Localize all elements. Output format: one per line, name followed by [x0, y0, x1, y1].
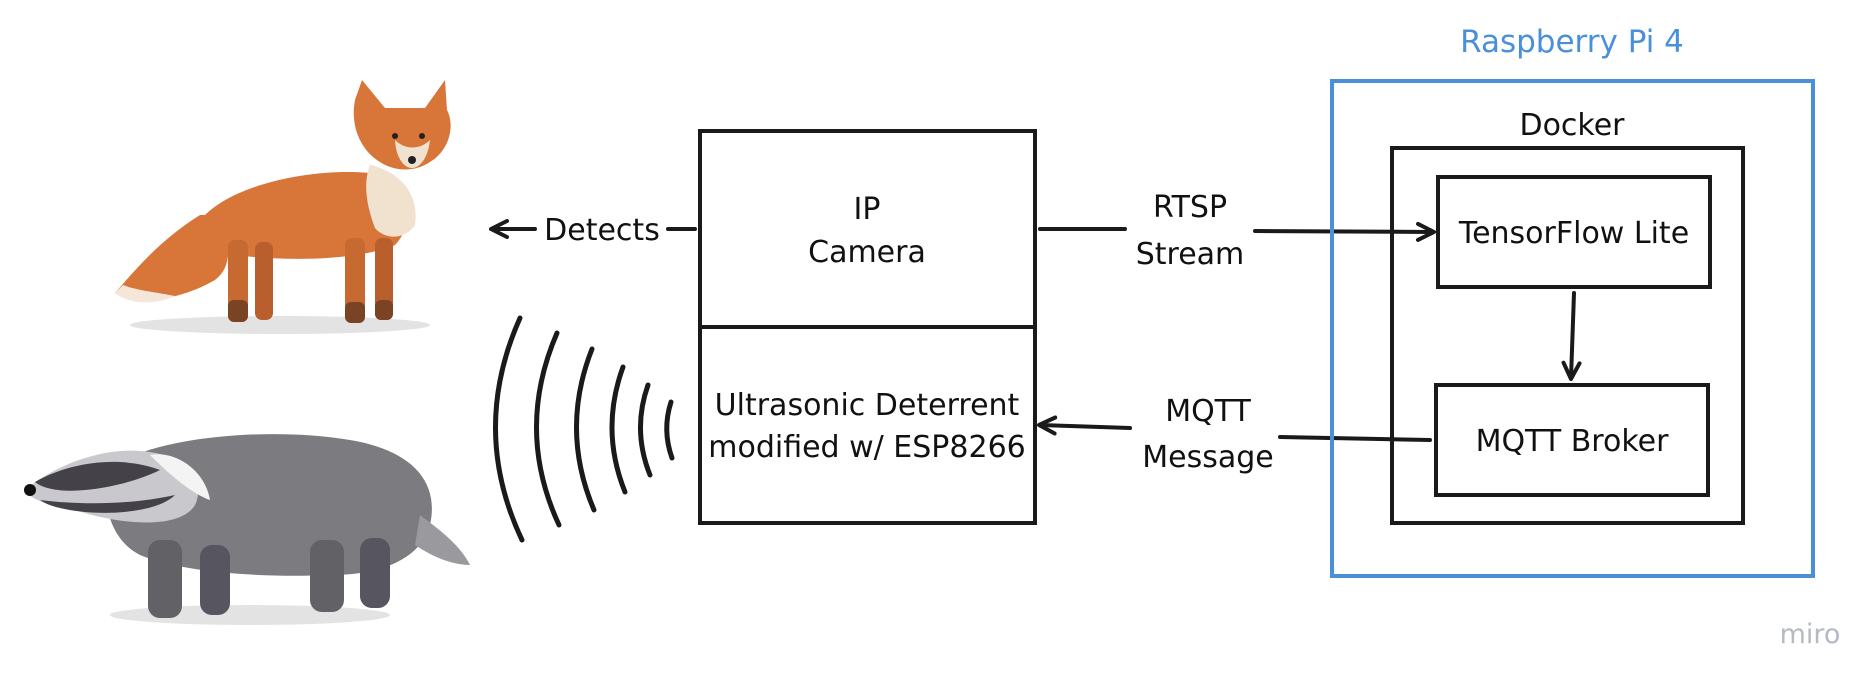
detects-edge: Detects	[489, 213, 697, 248]
mqtt-label-line2: Message	[1142, 440, 1273, 475]
mqtt-label-line1: MQTT	[1165, 394, 1251, 429]
detects-label: Detects	[544, 213, 660, 248]
mqtt-edge: MQTT Message	[1037, 394, 1432, 475]
deterrent-label-line1: Ultrasonic Deterrent	[715, 388, 1020, 423]
rtsp-edge: RTSP Stream	[1038, 190, 1436, 272]
camera-label-line1: IP	[854, 192, 881, 227]
deterrent-label-line2: modified w/ ESP8266	[708, 430, 1026, 465]
camera-box: IP Camera	[698, 129, 1037, 329]
badger-illustration	[24, 434, 470, 625]
ultrasonic-waves	[493, 315, 675, 543]
rtsp-label-line1: RTSP	[1153, 190, 1227, 225]
docker-container: Docker	[1390, 108, 1745, 525]
docker-title: Docker	[1519, 108, 1625, 143]
mqtt-broker-label: MQTT Broker	[1476, 424, 1670, 459]
fox-illustration	[115, 80, 451, 334]
rtsp-label-line2: Stream	[1136, 237, 1245, 272]
tensorflow-label: TensorFlow Lite	[1458, 216, 1689, 251]
tf-to-broker-edge	[1561, 291, 1582, 381]
deterrent-box: Ultrasonic Deterrent modified w/ ESP8266	[698, 325, 1037, 525]
raspberry-pi-title: Raspberry Pi 4	[1460, 24, 1684, 60]
raspberry-pi-container: Raspberry Pi 4	[1330, 24, 1815, 578]
miro-watermark: miro	[1780, 619, 1841, 650]
camera-label-line2: Camera	[808, 235, 926, 270]
tensorflow-box: TensorFlow Lite	[1436, 175, 1712, 289]
mqtt-broker-box: MQTT Broker	[1434, 383, 1710, 497]
